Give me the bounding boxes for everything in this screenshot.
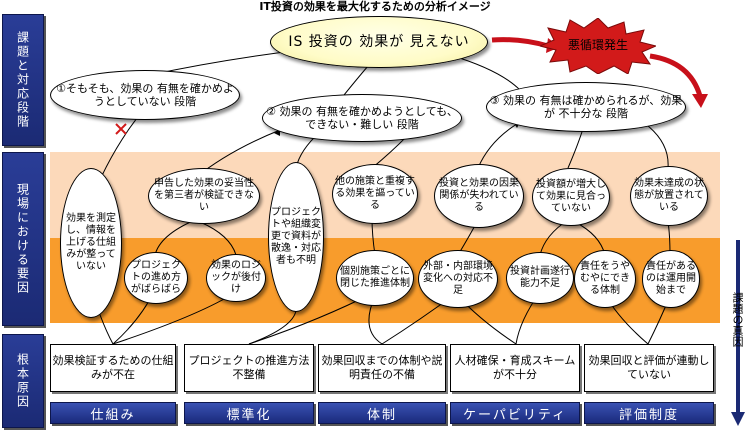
factor-responsibility: 責任をうやむやにできる体制 [574, 250, 636, 308]
root-cause-2: プロジェクトの推進方法不整備 [184, 344, 314, 392]
stage-3: ③ 効果の 有無は確かめられるが、効果が 不十分な 段階 [486, 82, 686, 132]
vicious-cycle-label: 悪循環発生 [567, 38, 628, 52]
vicious-cycle-burst [540, 18, 656, 74]
category-standardization: 標準化 [184, 402, 314, 424]
root-cause-4: 人材確保・育成スキームが不十分 [450, 344, 580, 392]
root-cause-3: 効果回収までの体制や説明責任の不備 [318, 344, 446, 392]
stage-2: ② 効果の 有無を確かめようとしても、できない・難しい 段階 [262, 94, 462, 142]
factor-until-operation: 責任があるのは運用開始まで [642, 250, 700, 308]
factor-environment: 外部・内部環境変化への対応不足 [418, 250, 498, 308]
factor-org-change: プロジェクトや組織変更で資料が散逸・対応者も不明 [268, 162, 324, 312]
row-label-issues: 課題と対応段階 [2, 14, 44, 146]
factor-causality: 投資と効果の因果関係が失われている [434, 164, 524, 228]
row-label-site: 現場における要因 [2, 152, 44, 326]
root-cause-1: 効果検証するための仕組みが不在 [50, 344, 176, 392]
row-label-root: 根本原因 [2, 334, 44, 428]
top-problem: IS 投資の 効果が 見えない [270, 16, 488, 68]
factor-unachieved: 効果未達成の状態が放置されている [630, 166, 708, 226]
category-capability: ケーパビリティ [450, 402, 580, 424]
category-mechanism: 仕組み [50, 402, 176, 424]
root-cause-5: 効果回収と評価が連動していない [584, 344, 714, 392]
factor-mismatch: 投資額が増大して効果に見合っていない [532, 168, 610, 226]
true-cause-label: 課題の真因 [731, 292, 744, 347]
category-evaluation: 評価制度 [584, 402, 714, 424]
factor-progress: プロジェクトの進め方がばらばら [124, 252, 188, 304]
factor-plan: 投資計画遂行能力不足 [506, 252, 574, 304]
factor-measure: 効果を測定し、情報を上げる仕組みが整っていない [60, 168, 122, 318]
stage-1: ①そもそも、効果の 有無を確かめようとしていない 段階 [50, 70, 240, 120]
category-organization: 体制 [318, 402, 446, 424]
diagram-title: IT投資の効果を最大化するための分析イメージ [259, 0, 491, 13]
factor-individual: 個別施策ごとに閉じた推進体制 [336, 250, 414, 306]
factor-logic: 効果のロジックが後付け [206, 254, 266, 302]
factor-verify: 申告した効果の妥当性を第三者が検証できない [148, 168, 260, 224]
factor-duplicate: 他の施策と重複する効果を謳っている [332, 164, 418, 224]
